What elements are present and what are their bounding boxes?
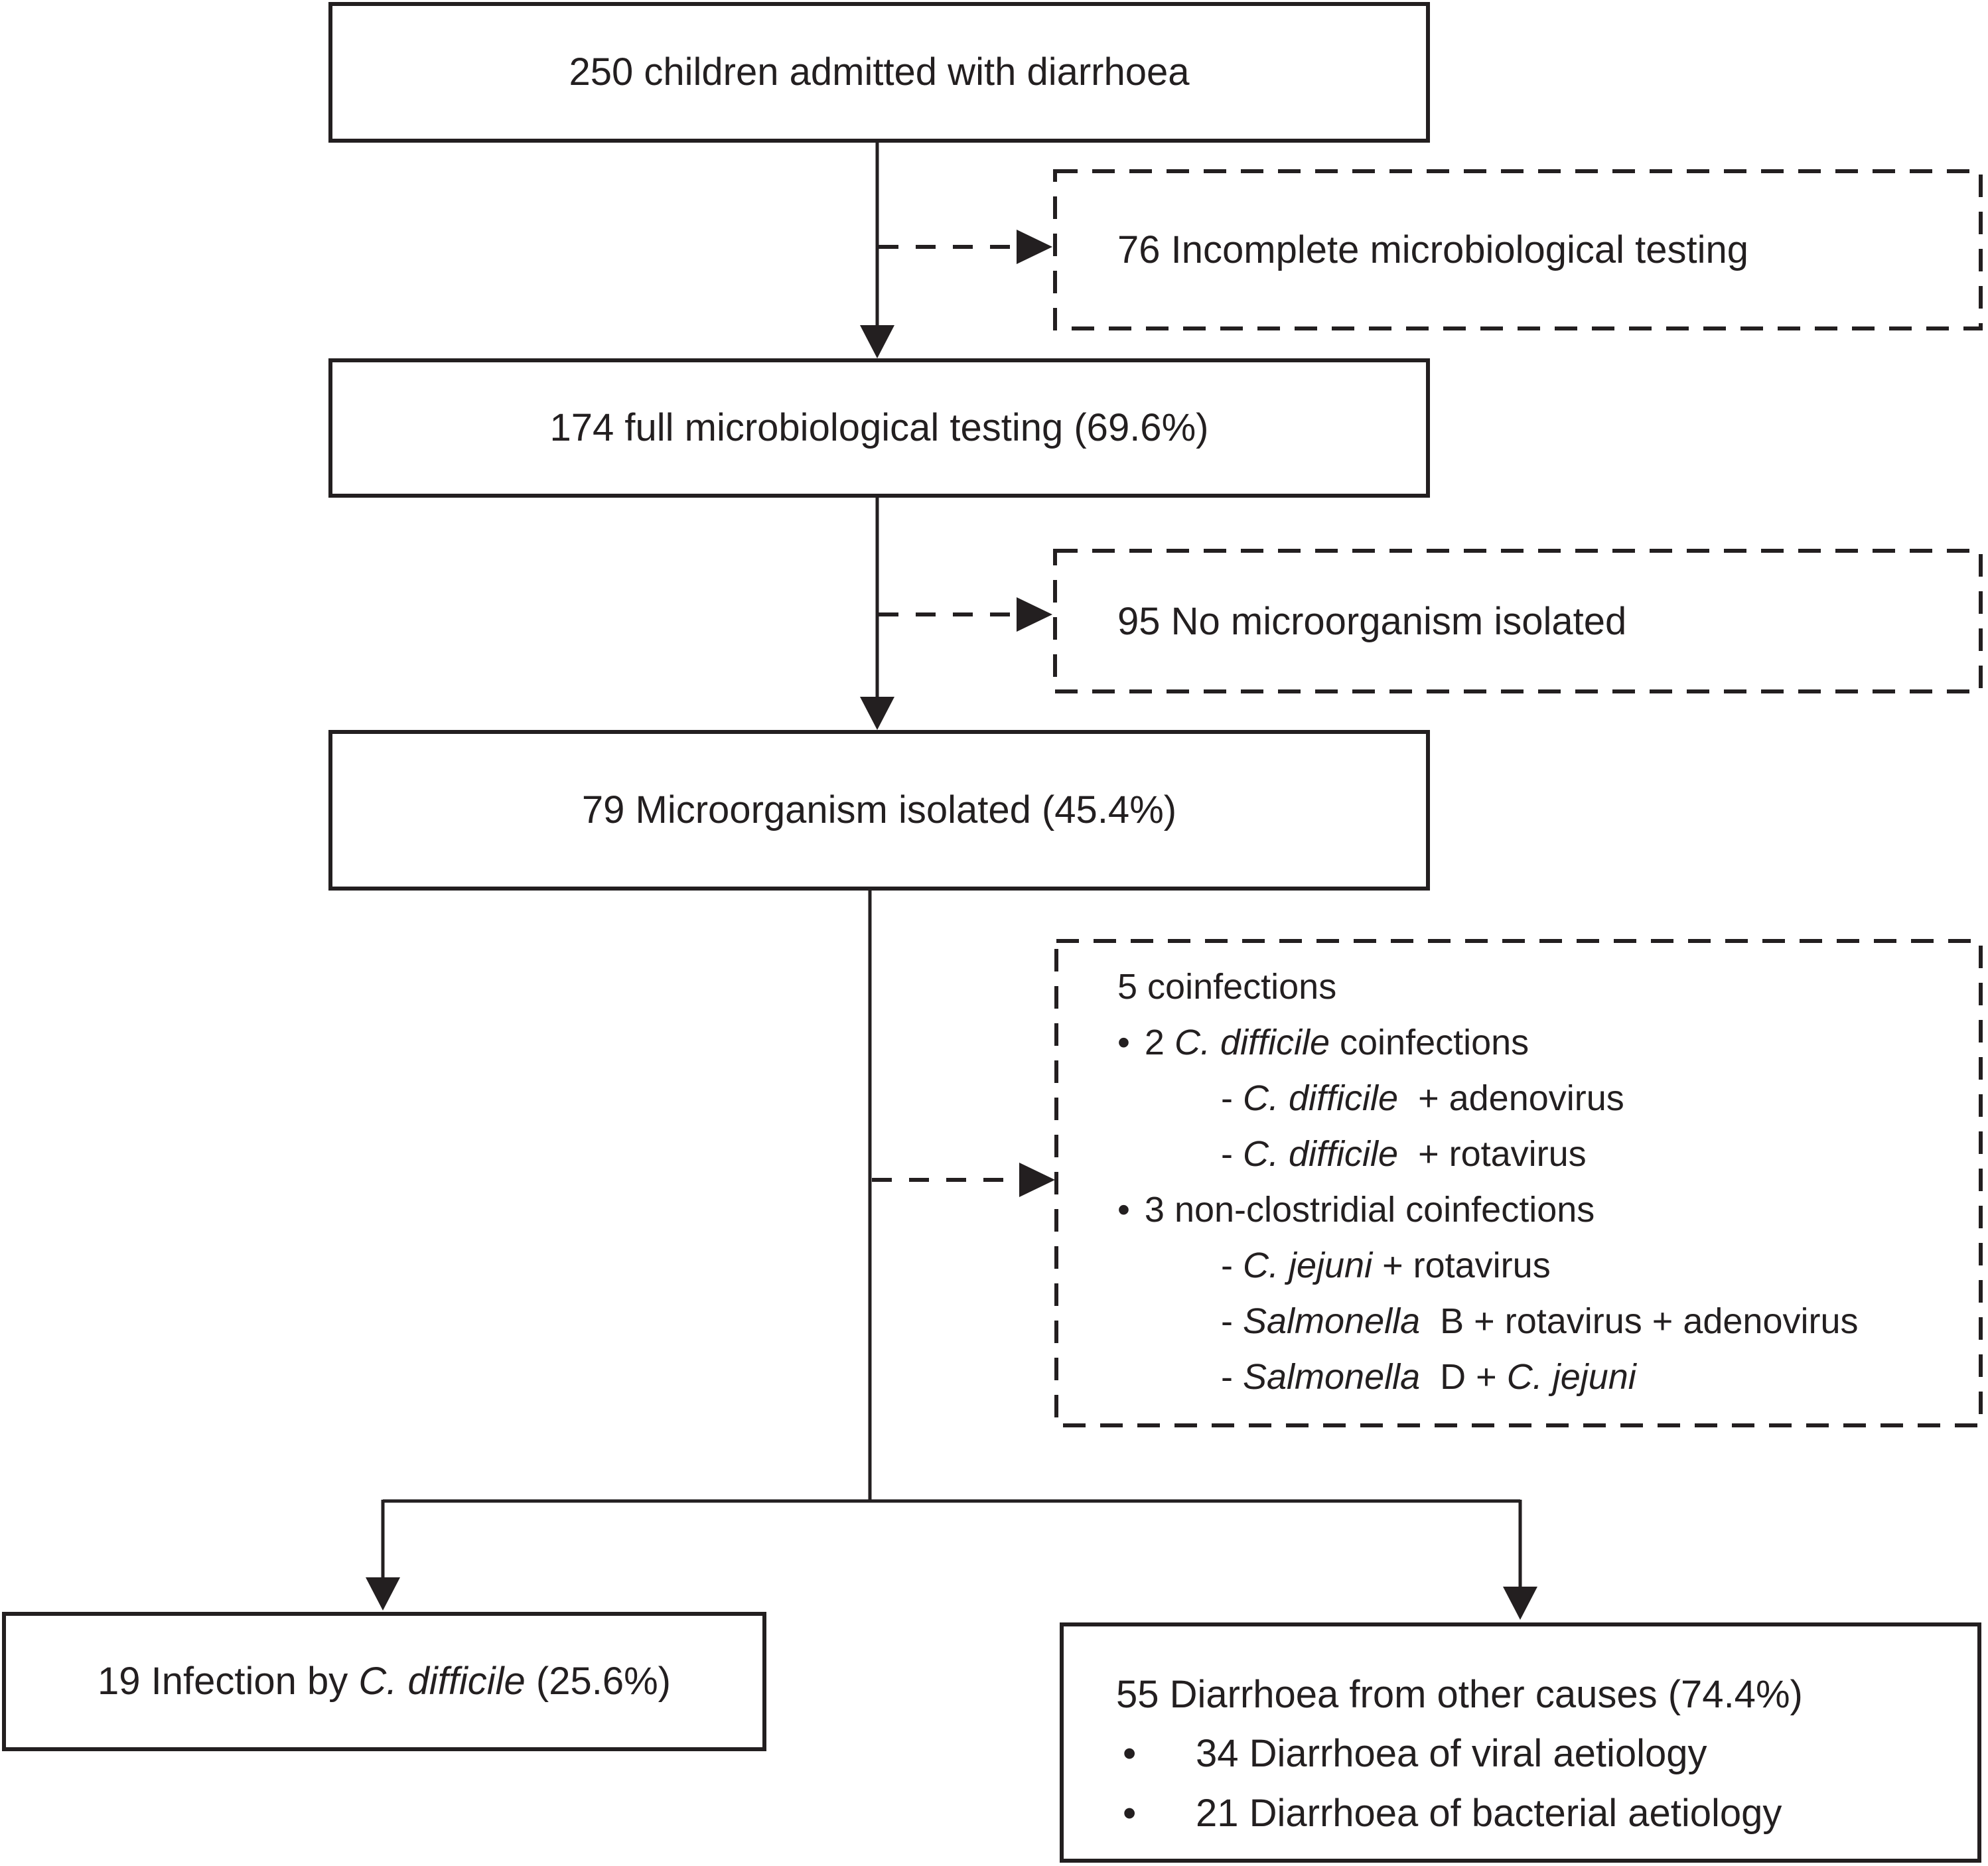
coinfections-line-nonclostridial-group: • 3 non-clostridial coinfections: [1117, 1182, 1974, 1238]
other-causes-title-text: 55 Diarrhoea from other causes (74.4%): [1116, 1672, 1803, 1716]
box-cdifficile-infection: 19 Infection by C. difficile (25.6%): [2, 1612, 766, 1751]
arrowhead-split-to-other-causes: [1503, 1587, 1537, 1620]
bullet-icon: •: [1117, 1190, 1130, 1230]
coinfections-line-jejuni-rotavirus-text: - C. jejuni + rotavirus: [1221, 1246, 1551, 1285]
arrowhead-to-no-microorganism: [1017, 597, 1052, 632]
coinfections-line-cdiff-rotavirus: - C. difficile + rotavirus: [1117, 1126, 1974, 1182]
bullet-icon: •: [1123, 1791, 1137, 1835]
arrowhead-admitted-to-full-testing: [860, 325, 894, 358]
bullet-icon: •: [1123, 1731, 1137, 1775]
coinfections-line-cdiff-group-text: 2 C. difficile coinfections: [1144, 1023, 1529, 1062]
label-no-microorganism-text: 95 No microorganism isolated: [1117, 599, 1627, 643]
coinfections-line-cdiff-adenovirus: - C. difficile + adenovirus: [1117, 1070, 1974, 1126]
label-incomplete-testing-text: 76 Incomplete microbiological testing: [1117, 228, 1749, 271]
coinfections-line-salmonellaB: - Salmonella B + rotavirus + adenovirus: [1117, 1293, 1974, 1349]
coinfections-line-header: 5 coinfections: [1117, 959, 1974, 1015]
coinfections-line-jejuni-rotavirus: - C. jejuni + rotavirus: [1117, 1238, 1974, 1293]
coinfections-line-salmonellaD: - Salmonella D + C. jejuni: [1117, 1349, 1974, 1405]
box-microorganism-isolated: 79 Microorganism isolated (45.4%): [328, 730, 1430, 891]
coinfections-line-cdiff-group: • 2 C. difficile coinfections: [1117, 1015, 1974, 1070]
box-other-causes: 55 Diarrhoea from other causes (74.4%) •…: [1060, 1622, 1981, 1863]
coinfections-list: 5 coinfections • 2 C. difficile coinfect…: [1056, 941, 1981, 1425]
other-causes-item-bacterial: • 21 Diarrhoea of bacterial aetiology: [1116, 1783, 1964, 1843]
box-children-admitted: 250 children admitted with diarrhoea: [328, 2, 1430, 143]
arrowhead-full-testing-to-isolated: [860, 697, 894, 730]
other-causes-item-viral-text: 34 Diarrhoea of viral aetiology: [1196, 1731, 1707, 1775]
box-full-testing-label: 174 full microbiological testing (69.6%): [549, 405, 1209, 449]
coinfections-line-salmonellaB-text: - Salmonella B + rotavirus + adenovirus: [1221, 1301, 1859, 1341]
coinfections-line-nonclostridial-group-text: 3 non-clostridial coinfections: [1144, 1190, 1595, 1230]
other-causes-item-viral: • 34 Diarrhoea of viral aetiology: [1116, 1723, 1964, 1783]
label-incomplete-testing: 76 Incomplete microbiological testing: [1055, 171, 1981, 328]
dashed-box-incomplete-testing: [1053, 169, 1983, 330]
arrowhead-split-to-cdifficile: [366, 1577, 400, 1611]
dashed-box-coinfections: [1054, 939, 1983, 1427]
coinfections-line-cdiff-adenovirus-text: - C. difficile + adenovirus: [1221, 1078, 1624, 1118]
coinfections-line-cdiff-rotavirus-text: - C. difficile + rotavirus: [1221, 1134, 1587, 1174]
box-children-admitted-label: 250 children admitted with diarrhoea: [569, 50, 1190, 94]
other-causes-item-bacterial-text: 21 Diarrhoea of bacterial aetiology: [1196, 1791, 1782, 1835]
bullet-icon: •: [1117, 1023, 1130, 1062]
coinfections-line-header-text: 5 coinfections: [1117, 967, 1337, 1007]
coinfections-line-salmonellaD-text: - Salmonella D + C. jejuni: [1221, 1357, 1636, 1397]
other-causes-title: 55 Diarrhoea from other causes (74.4%): [1116, 1665, 1964, 1723]
arrowhead-to-coinfections: [1019, 1163, 1055, 1197]
dashed-box-no-microorganism: [1053, 549, 1983, 693]
box-microorganism-isolated-label: 79 Microorganism isolated (45.4%): [581, 788, 1177, 831]
box-full-testing: 174 full microbiological testing (69.6%): [328, 358, 1430, 498]
label-no-microorganism: 95 No microorganism isolated: [1055, 551, 1981, 691]
box-cdifficile-infection-label: 19 Infection by C. difficile (25.6%): [98, 1659, 671, 1703]
arrowhead-to-incomplete-testing: [1017, 230, 1052, 264]
